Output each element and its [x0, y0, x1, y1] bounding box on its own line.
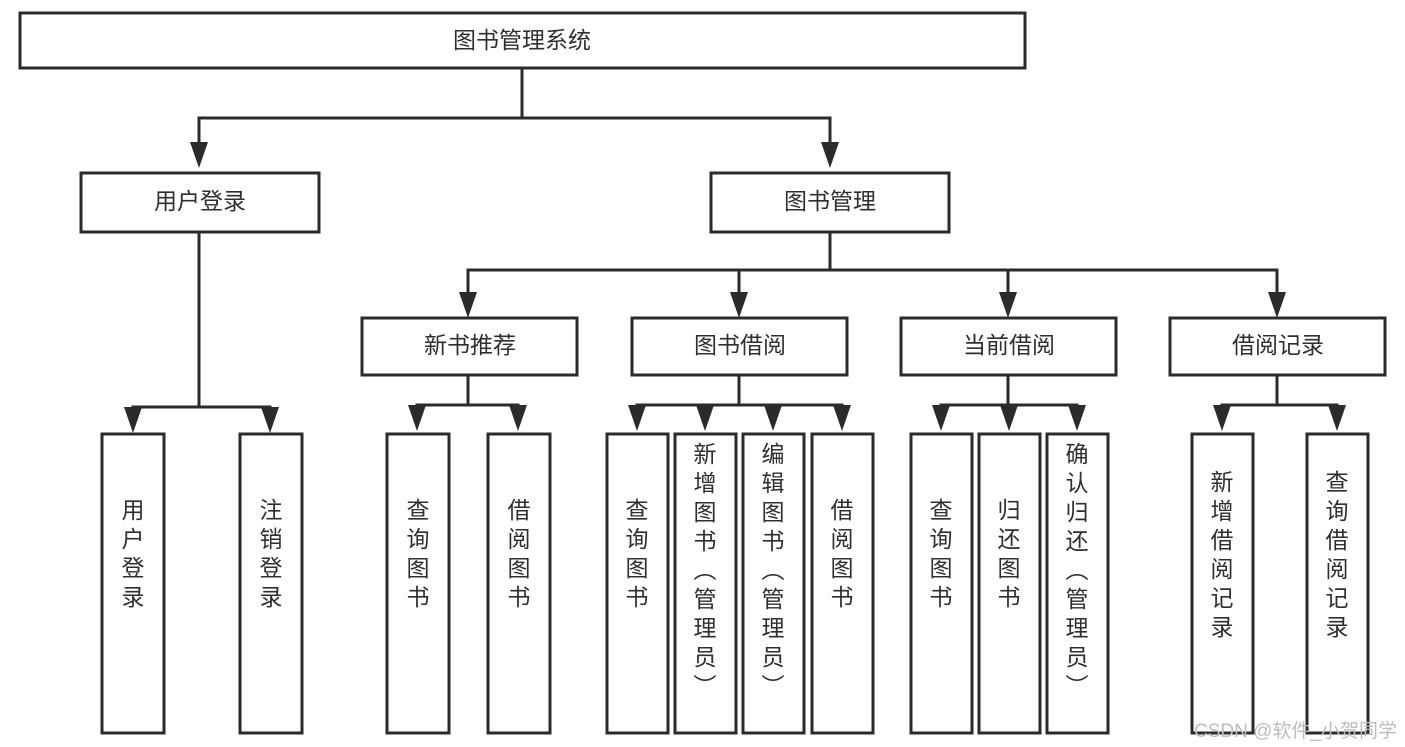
- arrow-head-icon: [821, 142, 839, 168]
- connector-group-new-book: [408, 373, 527, 431]
- node-root-box[interactable]: [18, 11, 1027, 70]
- arrow-head-icon: [261, 407, 279, 433]
- node-borrow-record-label: 借阅记录: [1232, 332, 1324, 358]
- node-leaf-borrow-book-recommend-label: 借阅图书: [508, 497, 531, 610]
- arrow-head-icon: [1213, 405, 1231, 431]
- node-leaf-add-borrow-record[interactable]: 新增借阅记录: [1190, 432, 1255, 735]
- connector-group-borrow-record: [1213, 373, 1346, 431]
- node-borrow-record-box[interactable]: [1168, 316, 1387, 377]
- node-leaf-box[interactable]: [909, 432, 974, 735]
- node-leaf-box[interactable]: [1305, 432, 1370, 735]
- arrow-head-icon: [764, 405, 782, 431]
- node-leaf-query-book-current-label: 查询图书: [930, 497, 953, 610]
- node-leaf-edit-book-admin-label: 编辑图书︵管理员︶: [762, 441, 785, 699]
- node-leaf-box[interactable]: [1190, 432, 1255, 735]
- node-current-borrow-label: 当前借阅: [963, 332, 1055, 358]
- connector-group-root: [190, 66, 839, 168]
- node-leaf-box[interactable]: [238, 432, 304, 735]
- node-user-login-label: 用户登录: [154, 188, 246, 214]
- node-book-management-label: 图书管理: [784, 188, 876, 214]
- arrow-head-icon: [1000, 405, 1018, 431]
- node-leaf-confirm-return-admin-label: 确认归还︵管理员︶: [1066, 441, 1089, 699]
- node-leaf-box[interactable]: [100, 432, 166, 735]
- node-book-borrow[interactable]: 图书借阅: [630, 316, 849, 377]
- arrow-head-icon: [696, 405, 714, 431]
- node-user-login[interactable]: 用户登录: [79, 171, 321, 234]
- node-leaf-box[interactable]: [1045, 432, 1110, 735]
- node-leaf-box[interactable]: [486, 432, 552, 735]
- node-leaf-user-login-label: 用户登录: [122, 497, 145, 610]
- node-leaf-borrow-book-label: 借阅图书: [831, 497, 854, 610]
- node-leaf-box[interactable]: [810, 432, 875, 735]
- arrow-head-icon: [408, 405, 426, 431]
- node-borrow-record[interactable]: 借阅记录: [1168, 316, 1387, 377]
- node-root[interactable]: 图书管理系统: [18, 11, 1027, 70]
- node-user-login-box[interactable]: [79, 171, 321, 234]
- connector-group-current-borrow: [932, 373, 1086, 431]
- node-leaf-edit-book-admin[interactable]: 编辑图书︵管理员︶: [741, 432, 806, 735]
- arrow-head-icon: [1068, 405, 1086, 431]
- arrow-head-icon: [628, 405, 646, 431]
- node-leaf-add-book-admin-label: 新增图书︵管理员︶: [694, 441, 717, 699]
- arrow-head-icon: [730, 292, 748, 318]
- node-leaf-logout-label: 注销登录: [260, 497, 283, 610]
- arrow-head-icon: [1328, 405, 1346, 431]
- arrow-head-icon: [999, 292, 1017, 318]
- arrow-head-icon: [932, 405, 950, 431]
- node-leaf-box[interactable]: [605, 432, 670, 735]
- node-leaf-query-borrow-record-label: 查询借阅记录: [1326, 469, 1349, 640]
- node-leaf-add-borrow-record-label: 新增借阅记录: [1211, 469, 1234, 640]
- node-leaf-add-book-admin[interactable]: 新增图书︵管理员︶: [673, 432, 738, 735]
- arrow-head-icon: [833, 405, 851, 431]
- node-leaf-user-login[interactable]: 用户登录: [100, 432, 166, 735]
- node-leaf-box[interactable]: [385, 432, 451, 735]
- connector-group-book-mgmt: [459, 230, 1286, 318]
- arrow-head-icon: [124, 407, 142, 433]
- node-current-borrow-box[interactable]: [899, 316, 1118, 377]
- node-leaf-return-book-label: 归还图书: [998, 497, 1021, 610]
- arrow-head-icon: [459, 292, 477, 318]
- node-leaf-logout[interactable]: 注销登录: [238, 432, 304, 735]
- node-leaf-borrow-book-recommend[interactable]: 借阅图书: [486, 432, 552, 735]
- watermark: CSDN @软件_小贺同学: [1194, 721, 1397, 742]
- node-leaf-box[interactable]: [977, 432, 1042, 735]
- arrow-head-icon: [509, 405, 527, 431]
- node-book-management-box[interactable]: [709, 171, 951, 234]
- node-leaf-query-book-recommend-label: 查询图书: [407, 497, 430, 610]
- node-new-book-recommend-label: 新书推荐: [424, 332, 516, 358]
- node-root-label: 图书管理系统: [453, 27, 591, 53]
- node-book-borrow-label: 图书借阅: [694, 332, 786, 358]
- node-new-book-recommend[interactable]: 新书推荐: [360, 316, 579, 377]
- arrow-head-icon: [1268, 292, 1286, 318]
- connector-group-borrow: [628, 373, 851, 431]
- node-leaf-return-book[interactable]: 归还图书: [977, 432, 1042, 735]
- node-leaf-confirm-return-admin[interactable]: 确认归还︵管理员︶: [1045, 432, 1110, 735]
- node-book-borrow-box[interactable]: [630, 316, 849, 377]
- arrow-head-icon: [190, 142, 208, 168]
- node-leaf-query-book-borrow[interactable]: 查询图书: [605, 432, 670, 735]
- node-leaf-borrow-book[interactable]: 借阅图书: [810, 432, 875, 735]
- node-leaf-box[interactable]: [673, 432, 738, 735]
- node-leaf-box[interactable]: [741, 432, 806, 735]
- node-leaf-query-book-current[interactable]: 查询图书: [909, 432, 974, 735]
- node-leaf-query-book-recommend[interactable]: 查询图书: [385, 432, 451, 735]
- node-leaf-query-borrow-record[interactable]: 查询借阅记录: [1305, 432, 1370, 735]
- node-book-management[interactable]: 图书管理: [709, 171, 951, 234]
- node-leaf-query-book-borrow-label: 查询图书: [626, 497, 649, 610]
- node-new-book-recommend-box[interactable]: [360, 316, 579, 377]
- connector-group-user-login: [124, 230, 279, 433]
- node-current-borrow[interactable]: 当前借阅: [899, 316, 1118, 377]
